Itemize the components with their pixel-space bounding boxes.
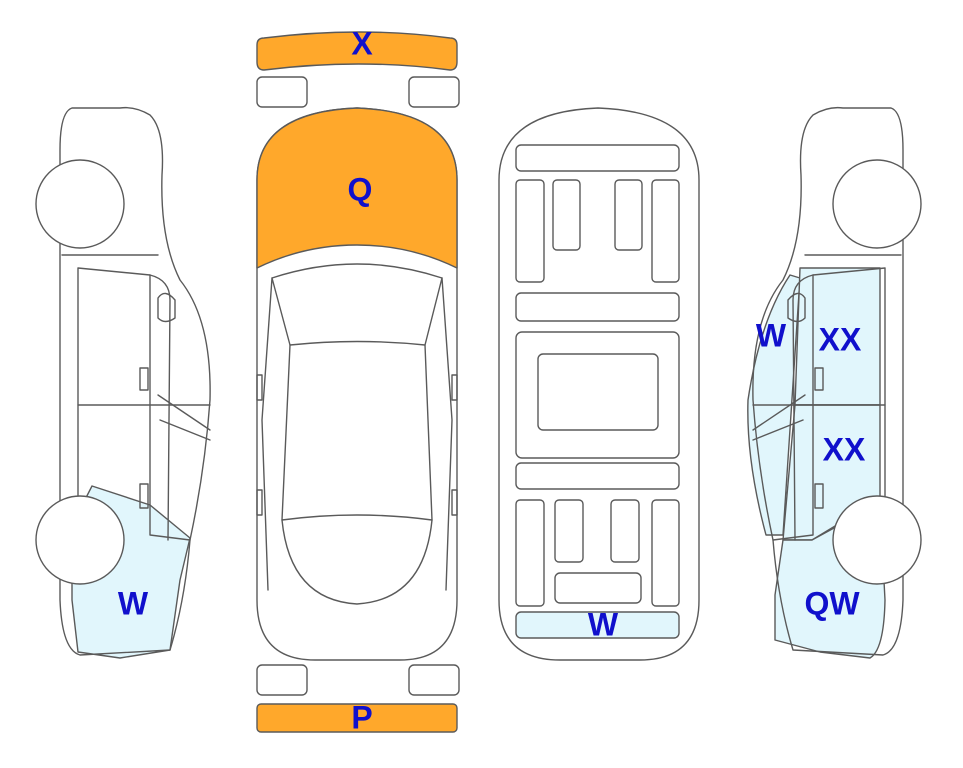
right-door-handles bbox=[814, 367, 824, 509]
underbody-engine-left bbox=[552, 179, 581, 251]
underbody-rear-left-rail bbox=[515, 499, 545, 607]
rear-bumper-code: P bbox=[351, 699, 372, 735]
right-front-wheel bbox=[832, 159, 922, 249]
left-window-lines bbox=[157, 394, 211, 441]
right-front-door-code: XX bbox=[819, 321, 862, 357]
front-bumper-code: X bbox=[351, 25, 373, 61]
top-view: X Q P bbox=[256, 25, 460, 735]
underbody-rear-code: W bbox=[588, 606, 619, 642]
left-taillight bbox=[256, 664, 308, 696]
underbody-front-right-rail bbox=[651, 179, 680, 283]
left-body-outline bbox=[59, 106, 211, 656]
left-side-view: W bbox=[35, 106, 211, 659]
underbody-rear-crossmember bbox=[515, 462, 680, 490]
windshield bbox=[271, 263, 443, 346]
right-front-fender-code: W bbox=[756, 317, 787, 353]
left-rear-quarter-code: W bbox=[118, 585, 149, 621]
underbody-rear-left-mount bbox=[554, 499, 584, 563]
underbody-mid-crossmember bbox=[515, 292, 680, 322]
hood-panel[interactable] bbox=[256, 107, 458, 269]
right-rear-wheel bbox=[832, 495, 922, 585]
underbody-rear-panel[interactable] bbox=[515, 611, 680, 639]
rear-window bbox=[281, 519, 433, 605]
right-mirror bbox=[787, 292, 806, 323]
right-rear-door-code: XX bbox=[823, 431, 866, 467]
right-body-outline bbox=[752, 106, 904, 656]
left-headlight bbox=[256, 76, 308, 108]
underbody-tunnel bbox=[537, 353, 659, 431]
right-headlight bbox=[408, 76, 460, 108]
right-rear-quarter-code: QW bbox=[804, 585, 860, 621]
underbody-view: W bbox=[498, 107, 700, 661]
rear-bumper-panel[interactable] bbox=[256, 703, 458, 733]
front-bumper-panel[interactable] bbox=[256, 31, 458, 71]
left-mirror bbox=[157, 292, 176, 323]
right-side-view: W XX XX QW bbox=[747, 106, 922, 659]
top-side-lines bbox=[261, 277, 453, 591]
underbody-rear-right-mount bbox=[610, 499, 640, 563]
underbody-outline bbox=[498, 107, 700, 661]
underbody-engine-right bbox=[614, 179, 643, 251]
underbody-rear-right-rail bbox=[651, 499, 680, 607]
roof bbox=[281, 344, 433, 521]
left-front-wheel bbox=[35, 159, 125, 249]
left-door-handles bbox=[139, 367, 149, 509]
top-mirrors bbox=[256, 374, 458, 516]
underbody-front-crossmember bbox=[515, 144, 680, 172]
underbody-front-left-rail bbox=[515, 179, 545, 283]
left-rear-wheel bbox=[35, 495, 125, 585]
underbody-fuel-tank bbox=[554, 572, 642, 604]
left-door-edge bbox=[149, 274, 191, 541]
right-window-lines bbox=[752, 394, 806, 441]
right-taillight bbox=[408, 664, 460, 696]
right-door-edge bbox=[772, 274, 814, 541]
hood-code: Q bbox=[348, 171, 373, 207]
